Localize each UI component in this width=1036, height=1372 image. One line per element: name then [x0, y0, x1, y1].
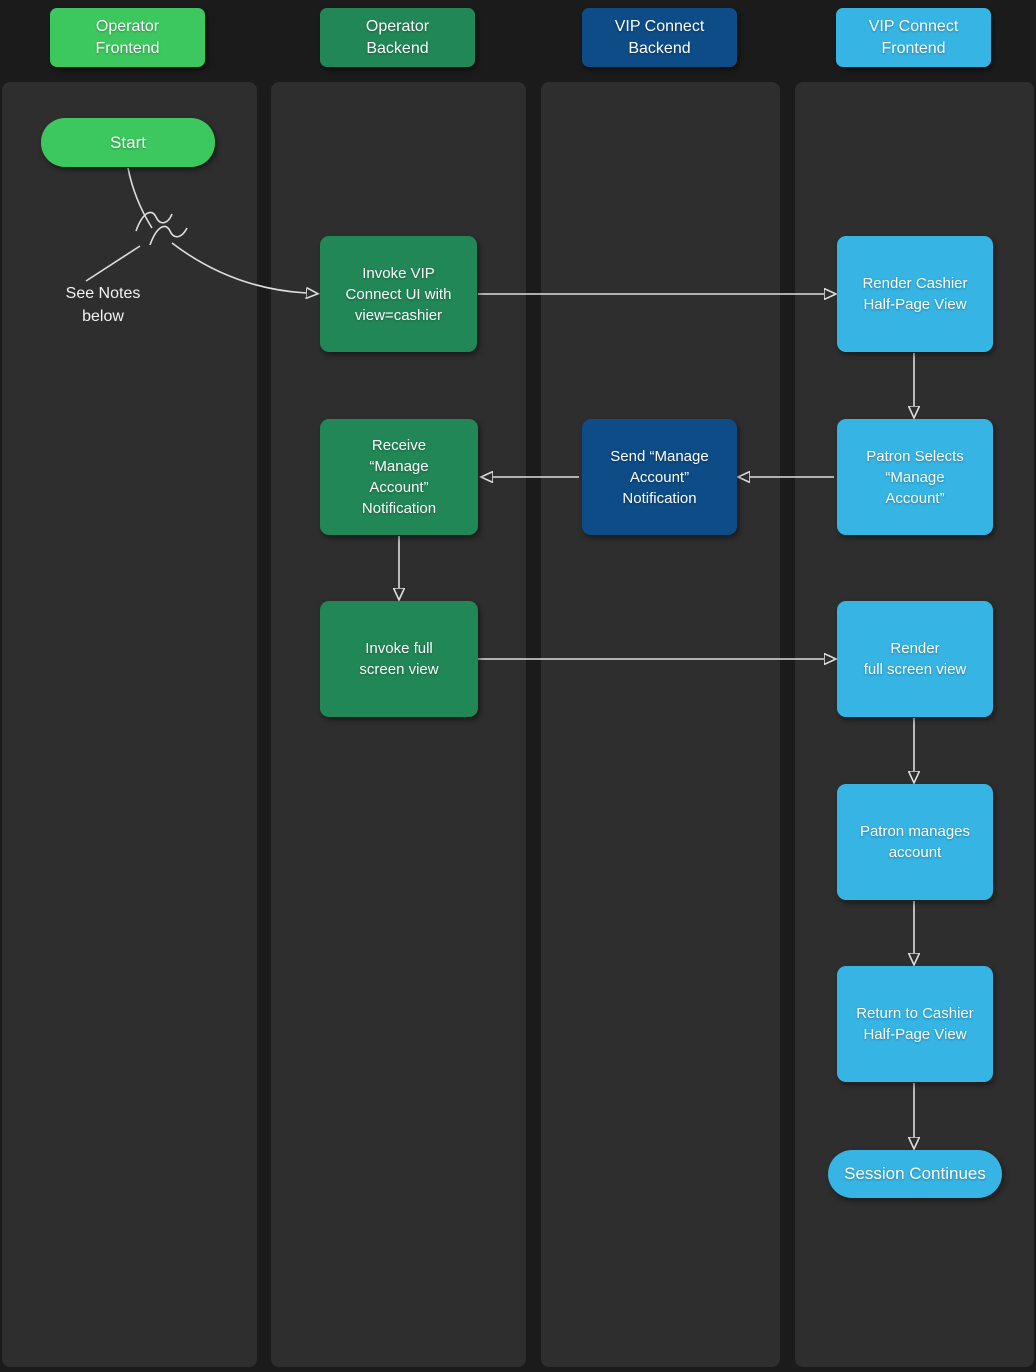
return-to-cashier-half-page-node: Return to Cashier Half-Page View: [837, 966, 993, 1082]
lane-operator-frontend: [2, 82, 257, 1367]
session-continues-node: Session Continues: [828, 1150, 1002, 1198]
lane-header-vip-connect-frontend: VIP Connect Frontend: [836, 8, 991, 67]
render-cashier-half-page-node: Render Cashier Half-Page View: [837, 236, 993, 352]
lane-header-operator-frontend: Operator Frontend: [50, 8, 205, 67]
receive-manage-account-notification-node: Receive “Manage Account” Notification: [320, 419, 478, 535]
see-notes-annotation: See Notes below: [65, 285, 141, 326]
render-full-screen-view-node: Render full screen view: [837, 601, 993, 717]
lane-header-vip-connect-backend: VIP Connect Backend: [582, 8, 737, 67]
patron-selects-manage-account-node: Patron Selects “Manage Account”: [837, 419, 993, 535]
patron-manages-account-node: Patron manages account: [837, 784, 993, 900]
send-manage-account-notification-node: Send “Manage Account” Notification: [582, 419, 737, 535]
invoke-full-screen-view-node: Invoke full screen view: [320, 601, 478, 717]
lane-vip-connect-backend: [541, 82, 780, 1367]
start-node: Start: [41, 118, 215, 167]
invoke-vip-connect-ui-node: Invoke VIP Connect UI with view=cashier: [320, 236, 477, 352]
lane-header-operator-backend: Operator Backend: [320, 8, 475, 67]
